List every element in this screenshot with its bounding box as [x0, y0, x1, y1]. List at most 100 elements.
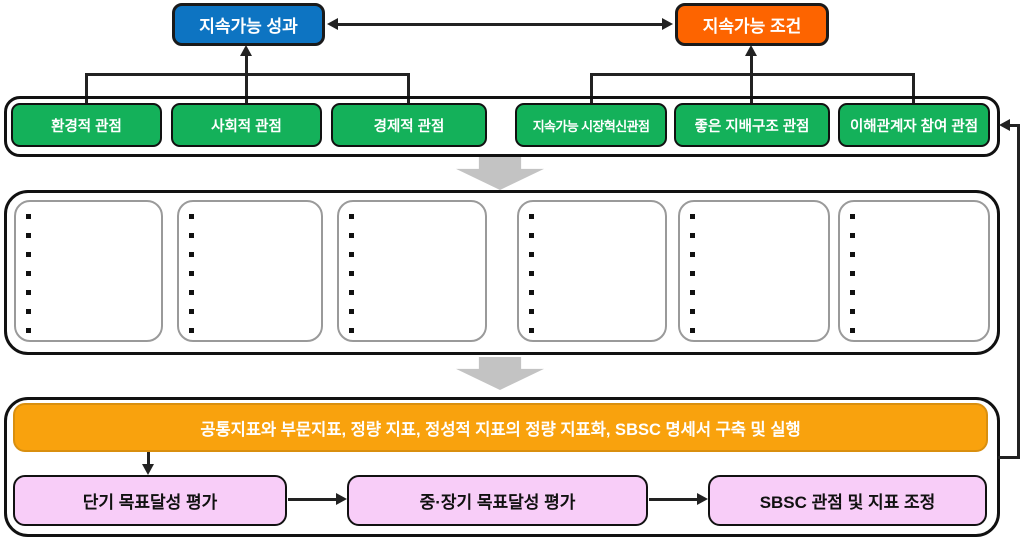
- bullet-square-icon: [850, 328, 855, 333]
- bullet-square-icon: [529, 252, 534, 257]
- indicator-card: [337, 200, 487, 342]
- bullet-square-icon: [529, 290, 534, 295]
- arrowhead-down-icon: [142, 464, 154, 475]
- sustainability-performance-node: 지속가능 성과: [172, 3, 325, 46]
- indicator-card: [517, 200, 667, 342]
- perspective-label: 이해관계자 참여 관점: [849, 118, 979, 135]
- bullet-square-icon: [850, 290, 855, 295]
- bullet-square-icon: [349, 214, 354, 219]
- bullet-square-icon: [529, 328, 534, 333]
- bullet-square-icon: [690, 290, 695, 295]
- feedback-connector-bottom: [998, 456, 1020, 459]
- bullet-square-icon: [26, 252, 31, 257]
- indicator-card: [14, 200, 163, 342]
- arrowhead-right-icon: [697, 493, 708, 505]
- bullet-square-icon: [189, 252, 194, 257]
- bullet-square-icon: [690, 271, 695, 276]
- perspective-container: [4, 96, 1000, 157]
- bullet-list: [16, 202, 161, 333]
- feedback-connector-top: [1009, 124, 1020, 127]
- eval1-to-eval2-connector: [288, 498, 338, 501]
- sustainability-condition-label: 지속가능 조건: [702, 17, 802, 36]
- bullet-square-icon: [189, 290, 194, 295]
- bullet-square-icon: [529, 271, 534, 276]
- bullet-square-icon: [690, 309, 695, 314]
- bullet-square-icon: [349, 271, 354, 276]
- bullet-square-icon: [529, 233, 534, 238]
- perspective-social: 사회적 관점: [171, 103, 322, 147]
- bullet-square-icon: [26, 309, 31, 314]
- evaluation-sbsc-adjustment: SBSC 관점 및 지표 조정: [708, 475, 987, 526]
- bullet-square-icon: [690, 214, 695, 219]
- bullet-square-icon: [850, 271, 855, 276]
- bullet-square-icon: [349, 328, 354, 333]
- bullet-square-icon: [26, 290, 31, 295]
- evaluation-short-term: 단기 목표달성 평가: [13, 475, 287, 526]
- bullet-square-icon: [349, 252, 354, 257]
- perspective-label: 경제적 관점: [373, 118, 445, 135]
- bullet-list: [519, 202, 665, 333]
- bracket-stub: [85, 73, 88, 104]
- flow-down-arrow-icon: [456, 357, 544, 390]
- bullet-list: [840, 202, 988, 333]
- evaluation-label: SBSC 관점 및 지표 조정: [759, 493, 936, 512]
- bullet-square-icon: [189, 214, 194, 219]
- perspective-label: 환경적 관점: [51, 118, 122, 135]
- performance-condition-connector: [336, 23, 664, 26]
- bullet-square-icon: [26, 271, 31, 276]
- perspective-governance: 좋은 지배구조 관점: [674, 103, 830, 147]
- evaluation-label: 중·장기 목표달성 평가: [419, 493, 576, 512]
- bullet-square-icon: [189, 233, 194, 238]
- evaluation-mid-long-term: 중·장기 목표달성 평가: [347, 475, 648, 526]
- sbsc-build-banner-label: 공통지표와 부문지표, 정량 지표, 정성적 지표의 정량 지표화, SBSC …: [200, 420, 801, 439]
- bullet-square-icon: [690, 233, 695, 238]
- perspective-label: 좋은 지배구조 관점: [694, 118, 810, 135]
- sustainability-condition-node: 지속가능 조건: [675, 3, 829, 46]
- bullet-square-icon: [26, 214, 31, 219]
- bullet-square-icon: [189, 271, 194, 276]
- bullet-square-icon: [189, 328, 194, 333]
- bullet-square-icon: [26, 233, 31, 238]
- evaluation-label: 단기 목표달성 평가: [82, 493, 218, 512]
- arrowhead-right-icon: [662, 18, 673, 30]
- arrowhead-left-icon: [327, 18, 338, 30]
- indicator-card: [838, 200, 990, 342]
- feedback-connector-vertical: [1017, 124, 1020, 459]
- bullet-square-icon: [850, 252, 855, 257]
- indicator-card: [678, 200, 830, 342]
- bracket-stub: [912, 73, 915, 104]
- bracket-stub: [750, 53, 753, 104]
- bullet-square-icon: [529, 214, 534, 219]
- banner-to-evaluation-connector: [147, 452, 150, 467]
- sustainability-performance-label: 지속가능 성과: [199, 17, 298, 36]
- bullet-square-icon: [189, 309, 194, 314]
- bullet-square-icon: [529, 309, 534, 314]
- bullet-list: [680, 202, 828, 333]
- perspective-environmental: 환경적 관점: [11, 103, 162, 147]
- bullet-square-icon: [850, 233, 855, 238]
- indicator-container: [4, 190, 1000, 355]
- perspective-label: 지속가능 시장혁신관점: [532, 118, 650, 134]
- bracket-stub: [407, 73, 410, 104]
- indicator-card: [177, 200, 323, 342]
- bracket-stub: [590, 73, 593, 104]
- execution-container: [4, 397, 1000, 537]
- perspective-market-innovation: 지속가능 시장혁신관점: [515, 103, 667, 147]
- arrowhead-up-icon: [745, 45, 757, 56]
- sbsc-build-banner: 공통지표와 부문지표, 정량 지표, 정성적 지표의 정량 지표화, SBSC …: [13, 403, 988, 452]
- bullet-square-icon: [850, 214, 855, 219]
- bullet-square-icon: [690, 252, 695, 257]
- bullet-list: [179, 202, 321, 333]
- flow-down-arrow-icon: [456, 157, 544, 190]
- bullet-square-icon: [26, 328, 31, 333]
- bracket-stub: [245, 53, 248, 104]
- perspective-label: 사회적 관점: [211, 118, 282, 135]
- arrowhead-right-icon: [336, 493, 347, 505]
- bullet-list: [339, 202, 485, 333]
- bullet-square-icon: [349, 290, 354, 295]
- bullet-square-icon: [349, 309, 354, 314]
- bullet-square-icon: [349, 233, 354, 238]
- arrowhead-up-icon: [240, 45, 252, 56]
- perspective-stakeholder: 이해관계자 참여 관점: [838, 103, 990, 147]
